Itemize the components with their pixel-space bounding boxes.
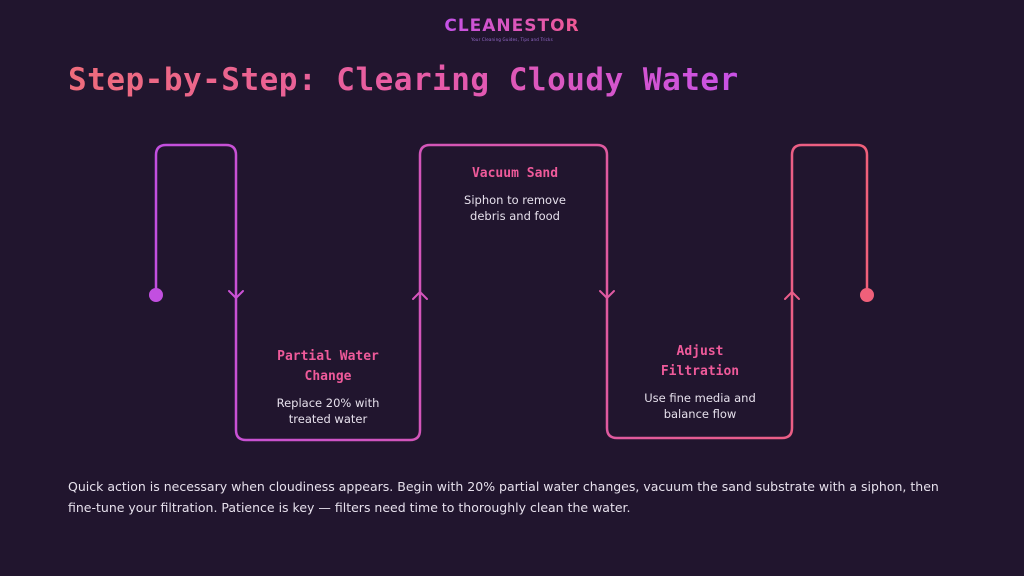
step-description: Use fine media and balance flow [644, 391, 756, 421]
summary-text: Quick action is necessary when cloudines… [68, 479, 939, 515]
flow-start-dot [149, 288, 163, 302]
brand-tagline: Your Cleaning Guides, Tips and Tricks [471, 37, 553, 42]
chevron-up-icon [784, 291, 800, 300]
step-description: Replace 20% with treated water [276, 396, 380, 426]
step-adjust-filtration: Adjust Filtration Use fine media and bal… [620, 342, 780, 422]
flow-end-dot [860, 288, 874, 302]
step-title: Vacuum Sand [471, 166, 559, 181]
page-title: Step-by-Step: Clearing Cloudy Water [68, 62, 739, 98]
chevron-down-icon [228, 290, 244, 299]
step-title: Adjust Filtration [660, 344, 740, 379]
flow-line [154, 143, 869, 442]
brand-logo: CLEANESTOR Your Cleaning Guides, Tips an… [0, 16, 1024, 42]
step-partial-water-change: Partial Water Change Replace 20% with tr… [248, 347, 408, 427]
step-description: Siphon to remove debris and food [464, 193, 566, 223]
step-title: Partial Water Change [277, 349, 379, 384]
brand-name: CLEANESTOR [444, 16, 580, 36]
chevron-up-icon [412, 291, 428, 300]
chevron-down-icon [599, 290, 615, 299]
step-vacuum-sand: Vacuum Sand Siphon to remove debris and … [433, 164, 597, 224]
